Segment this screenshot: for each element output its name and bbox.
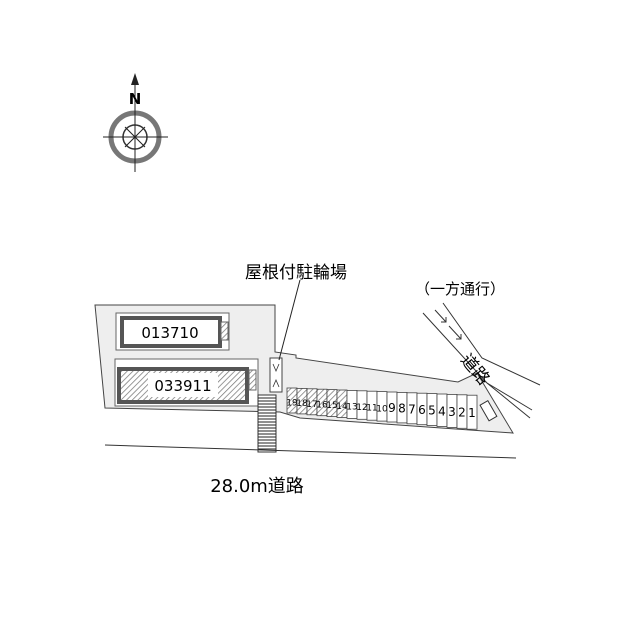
bicycle-parking [269,357,283,393]
parking-slot-number: 14 [336,402,348,412]
parking-slot-number: 1 [468,406,476,420]
leader-line [278,279,301,361]
building-label: 033911 [154,377,211,395]
compass-icon: N [103,73,168,172]
front-road-edge [104,444,517,459]
bicycle-parking-label: 屋根付駐輪場 [245,263,347,283]
side-road-edge [442,302,541,386]
parking-slot-number: 17 [306,400,317,410]
parking-slot-number: 13 [346,402,357,412]
building-013710 [120,316,222,348]
parking-slot-number: 16 [316,400,328,410]
parking-slot-number: 6 [418,403,426,417]
parking-slot-number: 12 [356,403,367,413]
parking-slot-number: 19 [286,399,298,409]
parking-slot-number: 3 [448,405,456,419]
north-label: N [129,90,142,108]
parking-slot-number: 9 [388,401,396,415]
parking-slot-number: 2 [458,406,466,420]
one-way-label: （一方通行） [415,280,505,298]
parking-slot-number: 4 [438,404,446,418]
parking-slot-number: 10 [376,404,388,414]
parking-slot-number: 11 [366,404,377,414]
parking-slot-number: 15 [326,401,337,411]
parking-slot-number: 7 [408,402,416,416]
one-way-arrows-icon [434,309,462,340]
parking-slot-number: 5 [428,404,436,418]
parking-slot [466,394,478,430]
meter-box [479,400,498,422]
building-label: 013710 [141,324,198,342]
front-road-label: 28.0m道路 [210,476,304,497]
parking-slot-number: 8 [398,402,406,416]
parking-slot-number: 18 [296,399,308,409]
stairs [257,394,277,453]
